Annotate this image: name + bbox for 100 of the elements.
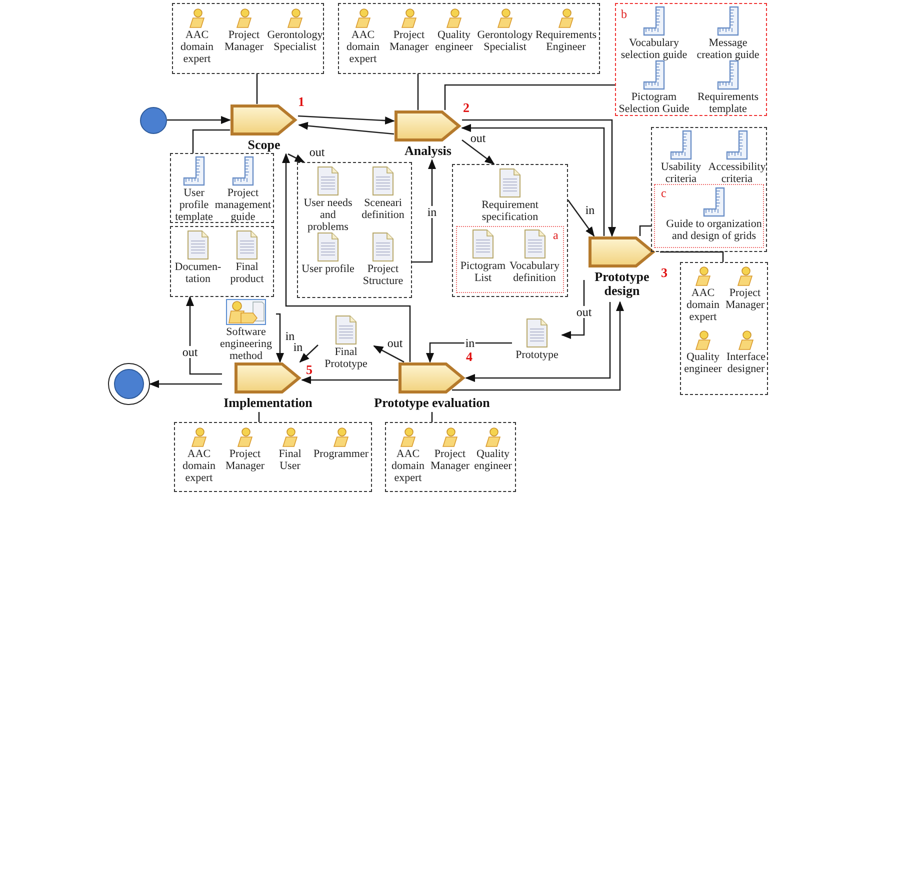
arrow	[149, 380, 222, 388]
arrow	[426, 342, 512, 363]
connector-line	[192, 129, 230, 153]
arrow	[298, 122, 394, 135]
edge-label: out	[181, 346, 199, 358]
item-label: Pictogram List	[459, 260, 507, 284]
edge-label: out	[469, 132, 487, 144]
arrow	[298, 115, 395, 125]
item-label: User needs and problems	[302, 197, 354, 233]
dashed-group-box	[297, 162, 412, 298]
edge-label: out	[386, 337, 404, 349]
connector-line	[417, 74, 419, 110]
arrow	[301, 376, 398, 384]
highlight-group-box	[654, 184, 764, 248]
edge-label: in	[284, 330, 296, 342]
item-label: Project Manager	[224, 448, 266, 472]
dashed-group-box	[651, 127, 767, 252]
step-number: 4	[466, 350, 472, 363]
item-label: AAC domain expert	[180, 29, 214, 65]
arrow	[299, 344, 318, 363]
process-title: Implementation	[224, 396, 312, 410]
dashed-group-box	[170, 226, 274, 297]
arrow	[276, 313, 284, 363]
edge-label: in	[464, 337, 476, 349]
arrow	[167, 116, 231, 124]
item-label: Programmer	[314, 448, 368, 460]
arrow	[288, 153, 305, 163]
item-label: Final Prototype	[324, 346, 368, 370]
group-letter: a	[553, 229, 558, 241]
edge-label: in	[584, 204, 596, 216]
item-label: Requirement specification	[480, 199, 540, 223]
edge-label: in	[426, 206, 438, 218]
highlight-group-box	[615, 3, 767, 116]
item-label: Prototype	[516, 349, 558, 361]
item-label: Gerontology Specialist	[476, 29, 534, 53]
dashed-group-box	[174, 422, 372, 492]
connector-line	[256, 74, 258, 104]
highlight-group-box	[456, 226, 564, 293]
process-title: Prototype design	[594, 270, 650, 298]
item-label: Project management guide	[214, 187, 272, 223]
item-label: User profile	[302, 263, 354, 275]
item-label: Final product	[229, 261, 265, 285]
process-title: Prototype evaluation	[374, 396, 490, 410]
item-label: AAC domain expert	[686, 287, 720, 323]
dashed-group-box	[452, 164, 568, 297]
connector-line	[660, 251, 724, 262]
dashed-group-box	[680, 262, 768, 395]
item-label: User profile template	[174, 187, 214, 223]
arrow	[561, 280, 585, 339]
item-label: Sceneari definition	[360, 197, 406, 221]
item-label: Vocabulary selection guide	[620, 37, 688, 61]
edge-label: in	[292, 341, 304, 353]
step-number: 3	[661, 266, 668, 279]
arrow	[465, 302, 611, 382]
item-label: Project Manager	[388, 29, 430, 53]
edge-label: out	[308, 146, 326, 158]
step-number: 1	[298, 95, 304, 108]
item-label: Quality engineer	[434, 29, 474, 53]
item-label: Project Manager	[724, 287, 766, 311]
item-label: Guide to organization and design of grids	[666, 218, 762, 242]
item-label: AAC domain expert	[390, 448, 426, 484]
item-label: AAC domain expert	[346, 29, 380, 65]
item-label: Documen-tation	[174, 261, 222, 285]
connector-line	[639, 225, 651, 236]
dashed-group-box	[338, 3, 600, 74]
connector-line	[431, 412, 433, 422]
arrow	[373, 345, 404, 363]
edge-label: out	[575, 306, 593, 318]
arrow	[282, 153, 411, 362]
connector-line	[258, 412, 260, 422]
item-label: Project Structure	[362, 263, 404, 287]
item-label: Message creation guide	[696, 37, 760, 61]
item-label: Quality engineer	[473, 448, 513, 472]
dashed-group-box	[170, 153, 274, 223]
arrow	[412, 159, 436, 263]
dashed-group-box	[172, 3, 324, 74]
item-label: Project Manager	[223, 29, 265, 53]
item-label: Vocabulary definition	[508, 260, 560, 284]
item-label: Accessibility criteria	[708, 161, 766, 185]
item-label: Requirements Engineer	[535, 29, 597, 53]
item-label: Pictogram Selection Guide	[618, 91, 690, 115]
item-label: Gerontology Specialist	[267, 29, 323, 53]
arrow	[186, 296, 222, 375]
process-title: Scope	[248, 138, 280, 152]
arrow	[452, 301, 624, 391]
step-number: 2	[463, 101, 470, 114]
dashed-group-box	[385, 422, 516, 492]
process-title: Analysis	[404, 144, 452, 158]
item-label: Requirements template	[696, 91, 760, 115]
group-letter: b	[621, 8, 627, 20]
item-label: Software engineering method	[219, 326, 273, 362]
item-label: Usability criteria	[660, 161, 702, 185]
connector-line	[444, 84, 615, 110]
group-letter: c	[661, 187, 666, 199]
item-label: AAC domain expert	[182, 448, 216, 484]
item-label: Final User	[278, 448, 302, 472]
item-label: Quality engineer	[683, 351, 723, 375]
step-number: 5	[306, 363, 312, 376]
arrow	[462, 139, 495, 165]
item-label: Interface designer	[725, 351, 767, 375]
